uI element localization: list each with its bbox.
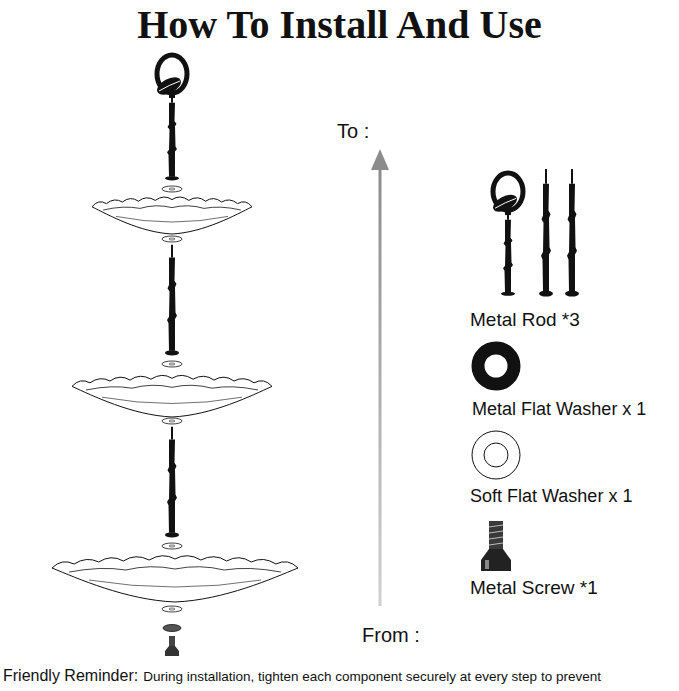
soft-washer [162, 606, 182, 612]
illustration-part [472, 431, 520, 479]
handle-rod-icon [490, 173, 523, 296]
metal-rod [165, 245, 179, 356]
metal-screw [165, 636, 179, 656]
part-label: Soft Flat Washer x 1 [470, 486, 632, 507]
handle-rod [154, 55, 187, 180]
illustration-part [379, 166, 382, 606]
note-label: During installation, tighten each compon… [143, 669, 601, 685]
illustration-part [489, 521, 503, 549]
part-label: Metal Flat Washer x 1 [472, 399, 646, 420]
soft-washer [162, 236, 182, 242]
part-label: Metal Rod *3 [470, 309, 580, 331]
part-label: Metal Screw *1 [470, 577, 598, 599]
illustration-part [484, 443, 508, 467]
screw-icon [481, 521, 511, 571]
soft-washer-icon [472, 431, 520, 479]
metal-washer [163, 625, 181, 632]
soft-washer [162, 361, 182, 367]
illustration-part [485, 560, 489, 569]
illustration-part [169, 636, 175, 646]
direction-label: From : [362, 624, 420, 647]
metal-washer-icon [478, 348, 514, 384]
illustration-part [371, 149, 389, 170]
soft-washer [162, 186, 182, 192]
bottom-tier-plate [52, 556, 298, 602]
illustration-part [489, 531, 503, 533]
parts-icons [472, 169, 579, 571]
exploded-assembly [52, 55, 298, 656]
page-title: How To Install And Use [0, 2, 679, 48]
metal-rod [165, 427, 179, 538]
direction-arrow [371, 149, 389, 606]
direction-label: To : [337, 120, 369, 143]
illustration-part [489, 543, 503, 545]
illustration-part [481, 549, 511, 571]
rod-icon [565, 169, 579, 296]
soft-washer [162, 418, 182, 424]
note-label: Friendly Reminder: [3, 667, 138, 685]
illustration-part [489, 537, 503, 539]
rod-icon [539, 169, 553, 296]
top-tier-plate [92, 197, 252, 234]
soft-washer [162, 543, 182, 549]
illustration-part [165, 646, 179, 656]
illustration-part [489, 525, 503, 527]
middle-tier-plate [72, 375, 272, 417]
